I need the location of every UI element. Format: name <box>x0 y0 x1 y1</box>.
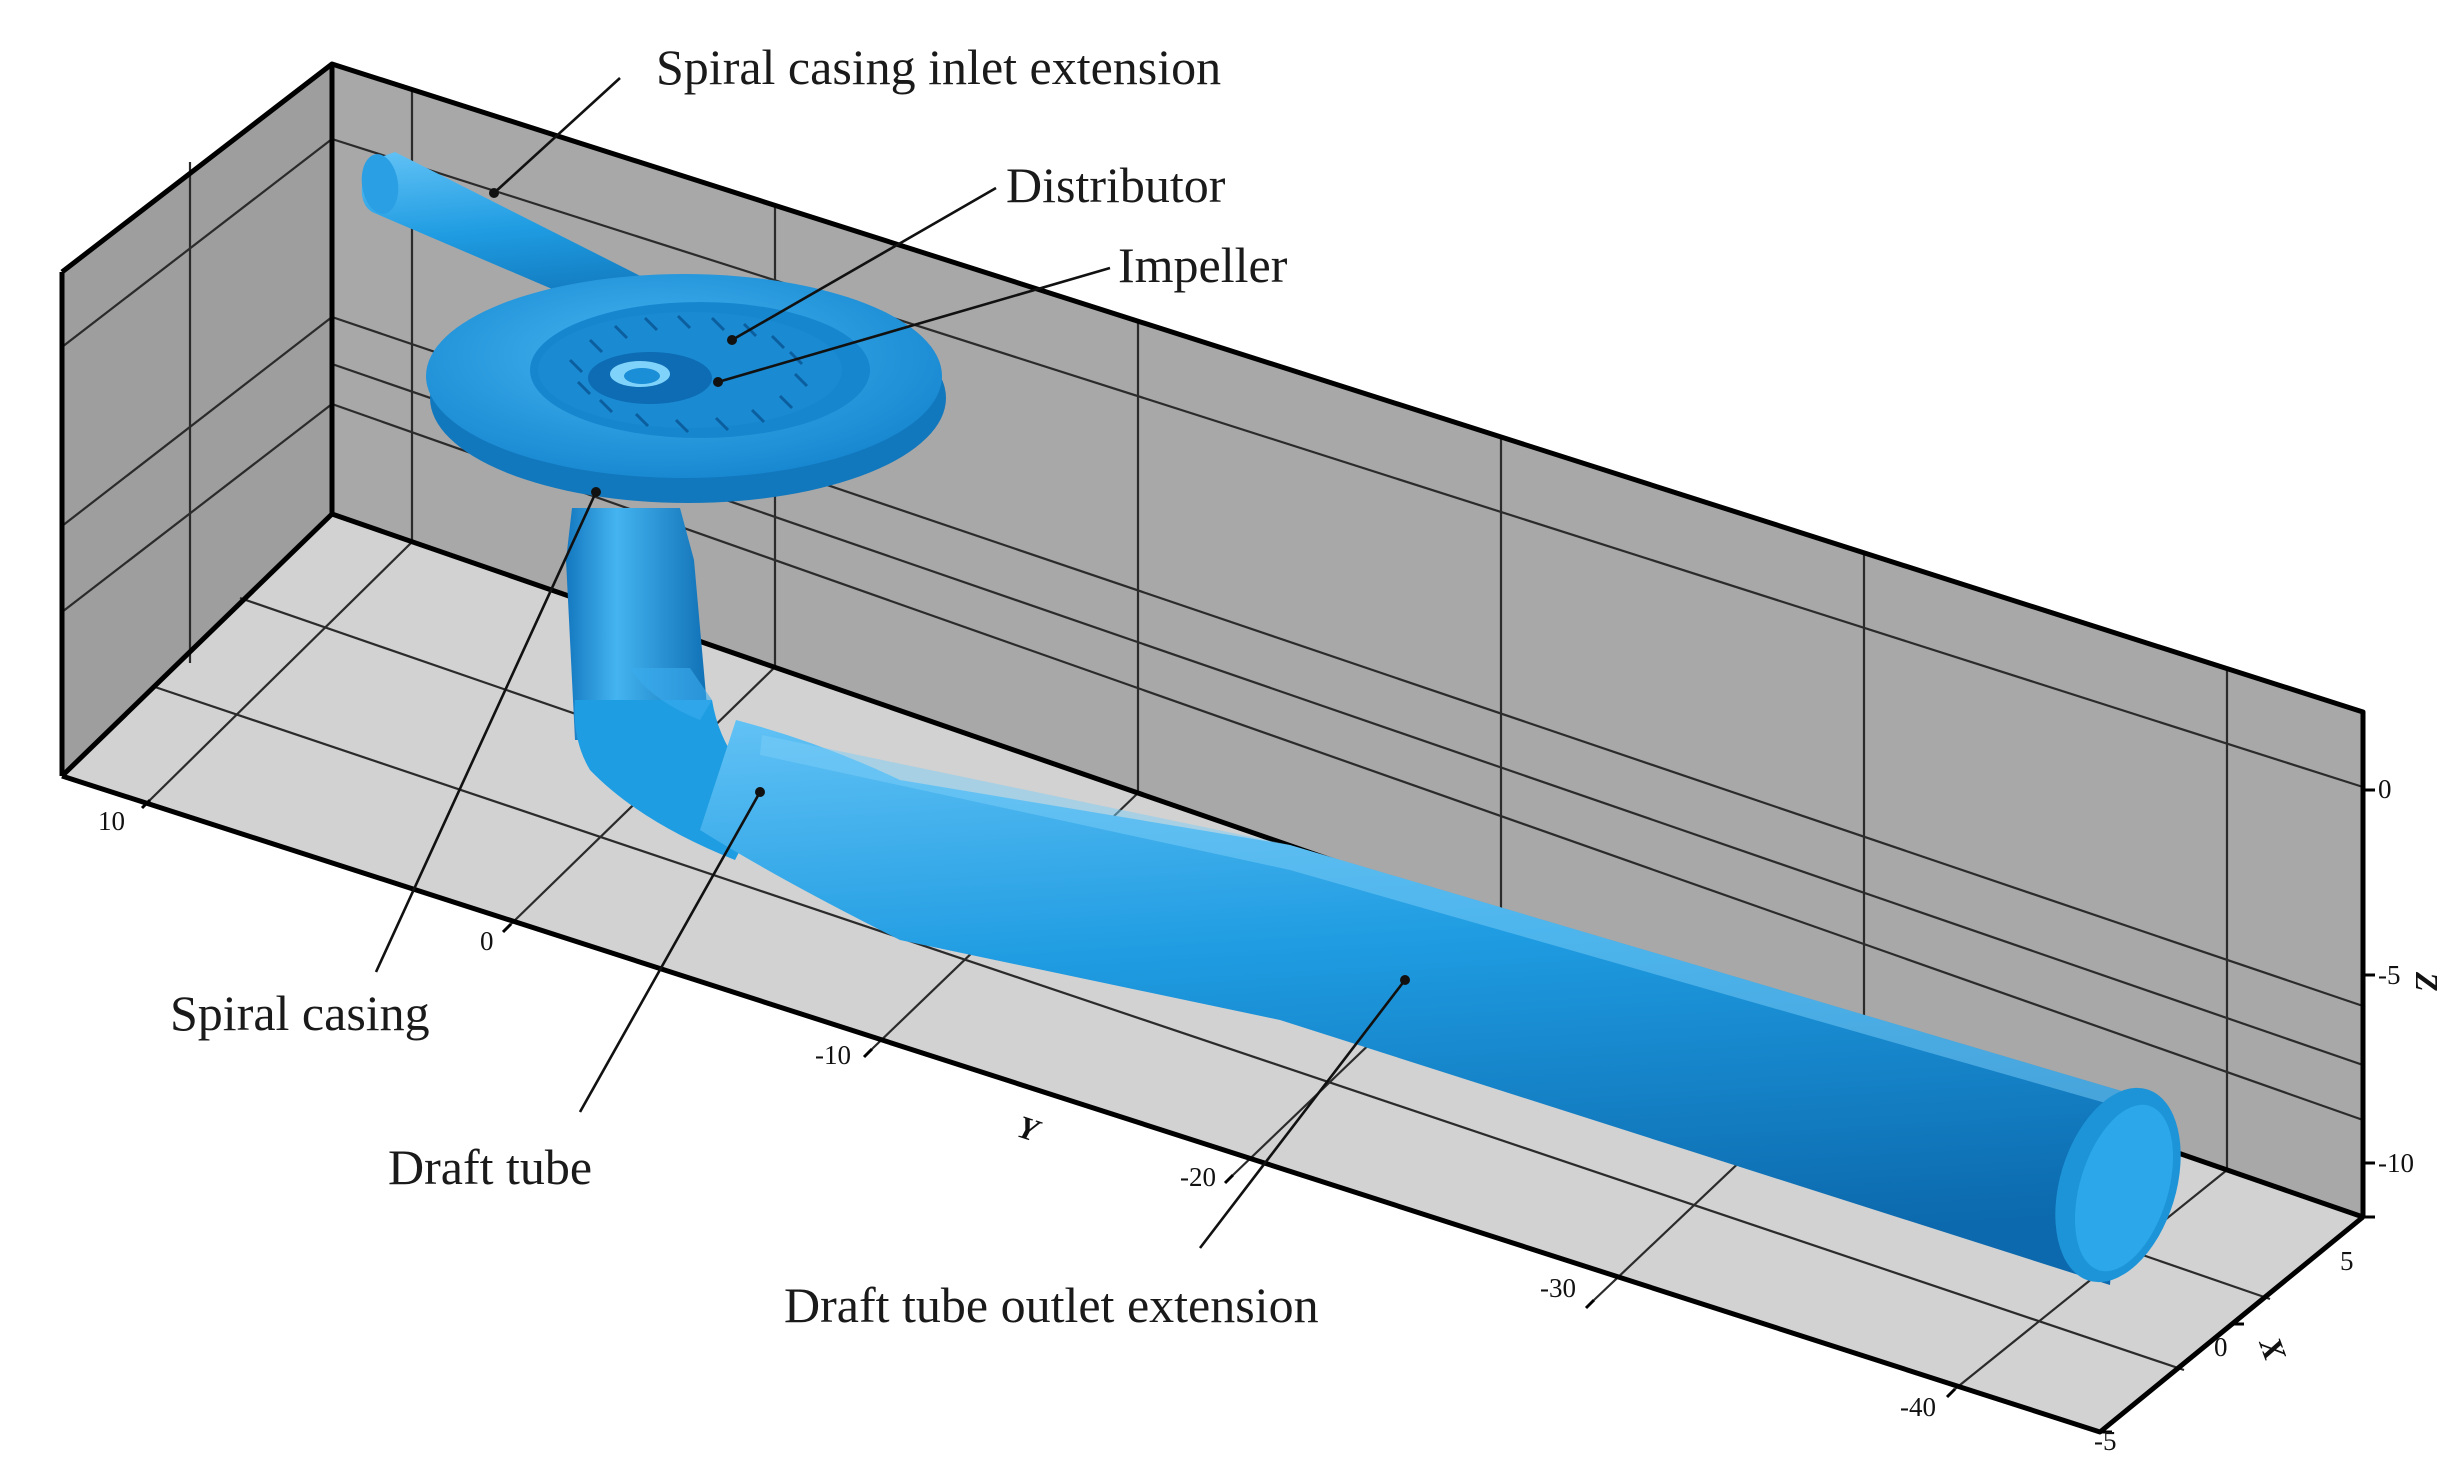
left-wall-grid <box>61 138 333 663</box>
leader-lines <box>374 77 1410 1249</box>
label-impeller: Impeller <box>1118 237 1288 293</box>
y-tick-4: -30 <box>1540 1273 1576 1303</box>
part-labels: Spiral casing inlet extension Distributo… <box>170 39 1319 1333</box>
z-tick-0: 0 <box>2378 774 2392 804</box>
label-draft-tube: Draft tube <box>388 1139 592 1195</box>
y-tick-5: -40 <box>1900 1392 1936 1422</box>
outlet-opening <box>2055 1087 2181 1283</box>
z-axis-name: Z <box>2409 971 2445 992</box>
y-axis-name: Y <box>1013 1108 1045 1149</box>
left-wall <box>62 64 332 776</box>
impeller <box>588 352 712 404</box>
z-tick-2: -10 <box>2378 1148 2414 1178</box>
x-tick-1: 0 <box>2214 1332 2228 1362</box>
y-tick-1: 0 <box>480 926 494 956</box>
x-axis-name: X <box>2252 1332 2294 1366</box>
y-tick-3: -20 <box>1180 1162 1216 1192</box>
label-outlet-extension: Draft tube outlet extension <box>784 1277 1319 1333</box>
label-distributor: Distributor <box>1006 157 1226 213</box>
x-tick-2: -5 <box>2094 1426 2117 1456</box>
label-inlet-extension: Spiral casing inlet extension <box>656 39 1221 95</box>
outlet-tube <box>700 720 2130 1285</box>
y-tick-0: 10 <box>98 806 125 836</box>
y-axis: 10 0 -10 -20 -30 -40 Y <box>98 798 1957 1422</box>
z-axis: 0 -5 -10 Z <box>2363 774 2445 1178</box>
turbine-model <box>361 152 2181 1285</box>
z-tick-1: -5 <box>2378 960 2401 990</box>
label-spiral-casing: Spiral casing <box>170 985 430 1041</box>
x-tick-0: 5 <box>2340 1246 2354 1276</box>
y-tick-2: -10 <box>815 1040 851 1070</box>
